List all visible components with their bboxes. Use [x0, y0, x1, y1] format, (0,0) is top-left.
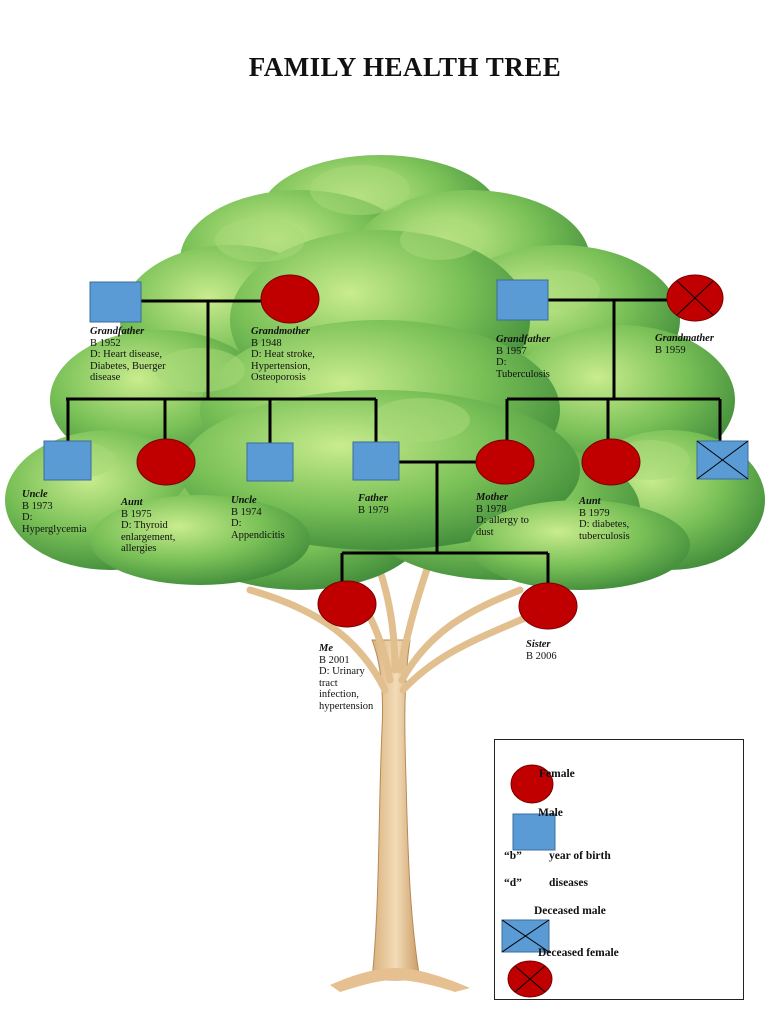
label-grandfather-maternal: Grandfather B 1957 D: Tuberculosis: [496, 334, 550, 380]
disease-text: D: Urinary: [319, 666, 365, 677]
birth-text: B 1957: [496, 345, 527, 357]
role-text: Uncle: [231, 495, 257, 506]
page-title: FAMILY HEALTH TREE: [248, 52, 562, 82]
label-uncle-1: Uncle B 1973 D: Hyperglycemia: [22, 489, 87, 535]
birth-text: B 1959: [655, 344, 686, 356]
role-text: Mother: [476, 492, 509, 503]
legend-female-label: Female: [539, 768, 575, 780]
birth-text: B 1978: [476, 503, 507, 515]
legend-deceased-female-label: Deceased female: [538, 947, 619, 959]
female-symbol-sister: [518, 582, 578, 630]
disease-text: D: Heart disease,: [90, 349, 163, 360]
role-text: Grandmother: [251, 326, 310, 337]
legend-symbols: [501, 764, 556, 998]
legend-d-text: diseases: [549, 877, 588, 889]
disease-text: D: diabetes,: [579, 519, 630, 530]
legend-male-label: Male: [538, 807, 563, 819]
legend-b-text: year of birth: [549, 850, 611, 862]
disease-text: D:: [22, 512, 33, 523]
female-symbol-aunt-1: [136, 438, 196, 486]
disease-text: Hypertension,: [251, 360, 311, 372]
disease-text: tract: [319, 677, 338, 689]
legend-female-symbol: [510, 764, 554, 804]
birth-text: B 1979: [579, 507, 610, 519]
role-text: Grandfather: [90, 326, 145, 337]
disease-text: Diabetes, Buerger: [90, 360, 166, 372]
birth-text: B 1973: [22, 500, 53, 512]
disease-text: D:: [231, 518, 242, 529]
legend-deceased-male-symbol: [501, 919, 550, 953]
label-me: Me B 2001 D: Urinary tract infection, hy…: [319, 643, 373, 712]
birth-text: B 1952: [90, 337, 121, 349]
label-grandfather-paternal: Grandfather B 1952 D: Heart disease, Dia…: [90, 326, 166, 384]
disease-text: disease: [90, 372, 121, 383]
disease-text: Hyperglycemia: [22, 523, 87, 535]
female-symbol-me: [317, 580, 377, 628]
legend-d-key: “d”: [504, 877, 522, 889]
pedigree-lines: [66, 298, 722, 584]
birth-text: B 1979: [358, 504, 389, 516]
birth-text: B 1974: [231, 506, 262, 518]
disease-text: D: Heat stroke,: [251, 349, 315, 360]
disease-text: tuberculosis: [579, 530, 630, 542]
role-text: Me: [319, 643, 333, 654]
disease-text: D: Thyroid: [121, 520, 168, 531]
disease-text: dust: [476, 526, 494, 538]
legend-deceased-female-symbol: [507, 960, 553, 998]
birth-text: B 1948: [251, 337, 282, 349]
disease-text: Tuberculosis: [496, 368, 550, 380]
role-text: Grandfather: [496, 334, 551, 345]
disease-text: Appendicitis: [231, 529, 285, 541]
deceased-male-symbol-uncle: [696, 440, 749, 480]
male-symbol-uncle-2: [246, 442, 294, 482]
deceased-female-symbol-grandmother-maternal: [666, 274, 724, 322]
legend-deceased-male-label: Deceased male: [534, 905, 606, 917]
birth-text: B 1975: [121, 508, 152, 520]
legend-b-key: “b”: [504, 850, 522, 862]
male-symbol-grandfather-paternal: [89, 281, 142, 323]
role-text: Aunt: [121, 497, 143, 508]
disease-text: D:: [496, 357, 507, 368]
female-symbol-aunt-2: [581, 438, 641, 486]
legend-box: Female Male “b” year of birth “d” diseas…: [494, 739, 744, 1000]
role-text: Uncle: [22, 489, 48, 500]
disease-text: enlargement,: [121, 531, 176, 543]
male-symbol-uncle-1: [43, 440, 92, 481]
birth-text: B 2006: [526, 650, 557, 662]
male-symbol-grandfather-maternal: [496, 279, 549, 321]
disease-text: Osteoporosis: [251, 372, 306, 383]
label-grandmother-maternal: Grandmather B 1959: [655, 333, 714, 356]
label-uncle-2: Uncle B 1974 D: Appendicitis: [231, 495, 285, 541]
disease-text: D: allergy to: [476, 515, 529, 526]
label-grandmother-paternal: Grandmother B 1948 D: Heat stroke, Hyper…: [251, 326, 315, 384]
disease-text: infection,: [319, 689, 359, 700]
label-mother: Mother B 1978 D: allergy to dust: [476, 492, 529, 538]
label-sister: Sister B 2006: [526, 639, 557, 662]
disease-text: hypertension: [319, 700, 374, 712]
legend-male-symbol: [512, 813, 556, 851]
role-text: Aunt: [579, 496, 601, 507]
label-aunt-2: Aunt B 1979 D: diabetes, tuberculosis: [579, 496, 630, 542]
birth-text: B 2001: [319, 654, 350, 666]
role-text: Father: [358, 493, 388, 504]
role-text: Sister: [526, 639, 551, 650]
female-symbol-grandmother-paternal: [260, 274, 320, 324]
label-father: Father B 1979: [358, 493, 389, 516]
female-symbol-mother: [475, 439, 535, 485]
disease-text: allergies: [121, 543, 157, 554]
role-text: Grandmather: [655, 333, 714, 344]
label-aunt-1: Aunt B 1975 D: Thyroid enlargement, alle…: [121, 497, 175, 555]
male-symbol-father: [352, 441, 400, 481]
